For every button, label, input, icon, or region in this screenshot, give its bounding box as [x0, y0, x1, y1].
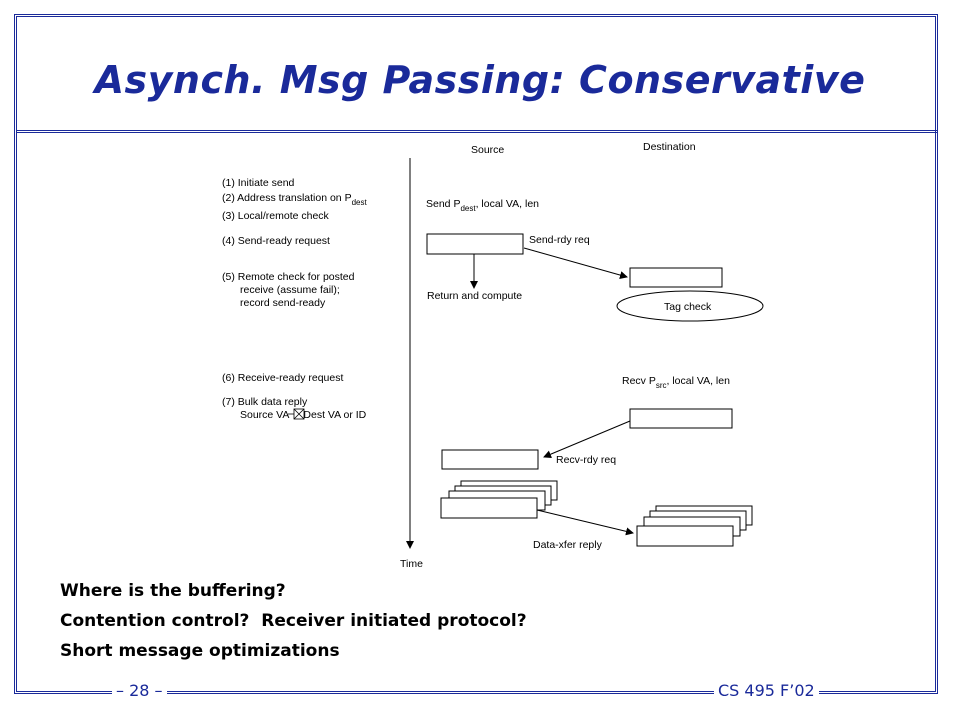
tag-check-ellipse	[616, 290, 764, 322]
source-send-box	[426, 233, 524, 255]
step-5-line-1: (5) Remote check for posted	[222, 271, 355, 283]
step-5-line-2: receive (assume fail);	[240, 284, 340, 296]
tag-check-label: Tag check	[664, 301, 712, 313]
discussion-questions: Where is the buffering? Contention contr…	[60, 576, 527, 666]
slide-frame	[14, 14, 938, 694]
send-rdy-arrow	[523, 247, 628, 279]
course-label: CS 495 F’02	[714, 681, 819, 700]
recv-rdy-req-label: Recv-rdy req	[556, 454, 616, 466]
page-number: – 28 –	[112, 681, 167, 700]
question-contention: Contention control? Receiver initiated p…	[60, 611, 527, 631]
step-6: (6) Receive-ready request	[222, 372, 343, 384]
data-xfer-reply-label: Data-xfer reply	[533, 539, 603, 551]
data-xfer-arrow	[536, 509, 634, 536]
step-2: (2) Address translation on Pdest	[222, 192, 367, 207]
send-rdy-req-label: Send-rdy req	[529, 234, 590, 246]
question-buffering: Where is the buffering?	[60, 581, 286, 601]
time-label: Time	[400, 558, 423, 570]
source-data-stack	[440, 480, 558, 519]
return-compute-label: Return and compute	[427, 290, 522, 302]
send-call-label: Send Pdest, local VA, len	[426, 198, 539, 213]
slide-title: Asynch. Msg Passing: Conservative	[94, 58, 866, 102]
recv-call-label: Recv Psrc, local VA, len	[622, 375, 730, 390]
mapping-glyph	[288, 408, 305, 420]
step-4: (4) Send-ready request	[222, 235, 330, 247]
step-5-line-3: record send-ready	[240, 297, 326, 309]
destination-box	[629, 267, 723, 288]
recv-rdy-arrow	[543, 420, 631, 458]
step-7-line-1: (7) Bulk data reply	[222, 396, 308, 408]
question-short-message: Short message optimizations	[60, 641, 340, 661]
step-3: (3) Local/remote check	[222, 210, 330, 222]
source-recv-box	[441, 449, 539, 470]
destination-recv-box	[629, 408, 733, 429]
destination-label: Destination	[643, 141, 696, 153]
source-label: Source	[471, 144, 504, 156]
step-1: (1) Initiate send	[222, 177, 295, 189]
title-separator	[17, 130, 937, 133]
destination-data-stack	[636, 505, 753, 547]
